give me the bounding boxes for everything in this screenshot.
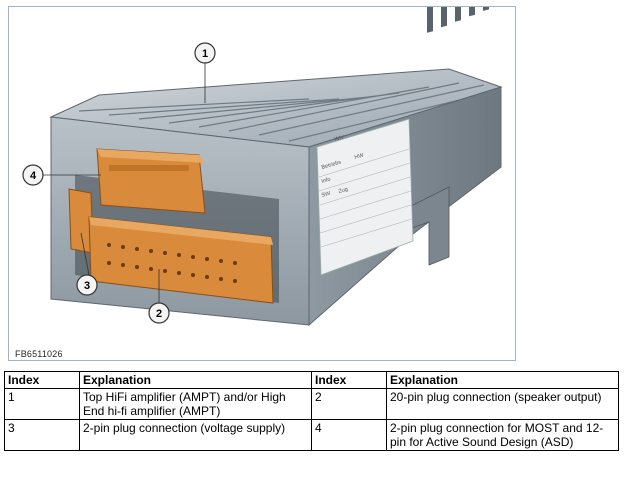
side-vents (427, 7, 489, 33)
amplifier-illustration: IMV Betriebs HW Info SW Zug (22, 7, 503, 327)
figure-code: FB6511026 (15, 349, 63, 359)
table-row: 3 2-pin plug connection (voltage supply)… (4, 419, 619, 451)
header-explanation-b: Explanation (386, 371, 619, 389)
explanation-cell: 2-pin plug connection for MOST and 12-pi… (386, 419, 619, 451)
svg-text:2: 2 (156, 308, 162, 320)
callout-2: 2 (148, 302, 170, 324)
index-cell: 4 (311, 419, 387, 451)
svg-text:1: 1 (202, 48, 208, 60)
header-index-b: Index (311, 371, 387, 389)
label-text-0: IMV (334, 134, 345, 143)
index-cell: 3 (4, 419, 80, 451)
legend-header-row: Index Explanation Index Explanation (4, 371, 619, 389)
header-index-a: Index (4, 371, 80, 389)
label-text-4: SW (321, 190, 332, 198)
legend-table: Index Explanation Index Explanation 1 To… (4, 371, 619, 451)
svg-text:4: 4 (30, 170, 37, 182)
label-text-5: Zug (338, 187, 349, 195)
connector-speaker-output (88, 216, 274, 304)
index-cell: 1 (4, 388, 80, 420)
table-row: 1 Top HiFi amplifier (AMPT) and/or High … (4, 388, 619, 420)
explanation-cell: 20-pin plug connection (speaker output) (386, 388, 619, 420)
connector-asd-most (96, 148, 206, 214)
explanation-cell: 2-pin plug connection (voltage supply) (79, 419, 312, 451)
callout-1: 1 (194, 42, 216, 64)
amplifier-photo: IMV Betriebs HW Info SW Zug (8, 6, 516, 361)
label-text-1: Betriebs (321, 160, 342, 171)
explanation-cell: Top HiFi amplifier (AMPT) and/or High En… (79, 388, 312, 420)
label-text-2: HW (354, 152, 365, 161)
index-cell: 2 (311, 388, 387, 420)
product-label (316, 118, 414, 276)
callout-3: 3 (76, 274, 98, 296)
label-text-3: Info (321, 177, 331, 185)
header-explanation-a: Explanation (79, 371, 312, 389)
callout-4: 4 (22, 164, 44, 186)
svg-text:3: 3 (84, 280, 90, 292)
